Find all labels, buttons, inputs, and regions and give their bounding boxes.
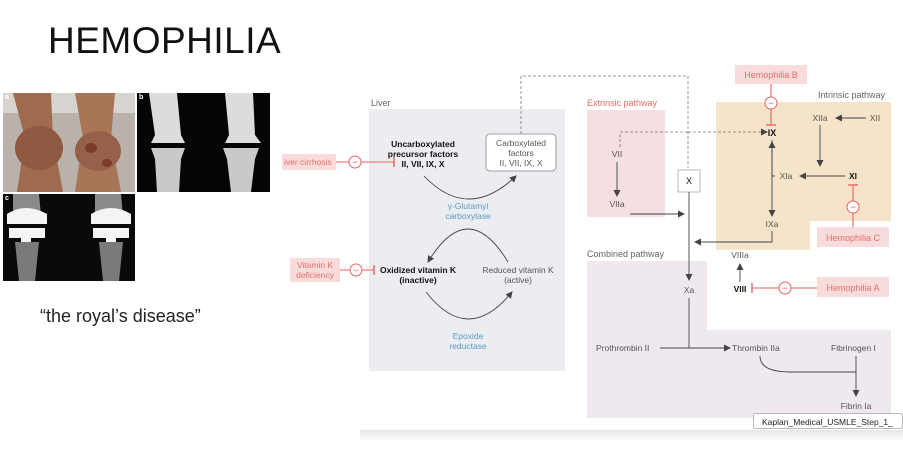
- factor-xa: Xa: [684, 285, 695, 295]
- hemophilia-a-minus-circle: [778, 281, 792, 295]
- knee-prosthesis-xray-c: c: [3, 194, 135, 281]
- knee-prosthesis-xray-c-image: [3, 194, 135, 281]
- vitamin-k-deficiency-box: [290, 258, 340, 282]
- carboxylated-line-3: II, VII, IX, X: [500, 158, 543, 168]
- hemophilia-c-minus: −: [850, 203, 856, 214]
- vitamin-k-deficiency-line-1: Vitamin K: [297, 260, 334, 270]
- uncarboxylated-line-3: II, VII, IX, X: [402, 159, 445, 169]
- liver-cirrhosis-label: iver cirrhosis: [284, 157, 332, 167]
- hemophilia-c-label: Hemophilia C: [826, 233, 881, 243]
- uncarboxylated-line-1: Uncarboxylated: [391, 139, 455, 149]
- factor-xia: XIa: [780, 171, 793, 181]
- factor-ix: IX: [768, 128, 777, 138]
- factor-x: X: [686, 176, 692, 186]
- factor-viia: VIIa: [609, 199, 624, 209]
- prothrombin: Prothrombin II: [596, 343, 649, 353]
- extrinsic-label: Extrinsic pathway: [587, 98, 658, 108]
- factor-xiia: XIIa: [812, 113, 827, 123]
- extrinsic-region: [587, 110, 665, 217]
- uncarboxylated-line-2: precursor factors: [388, 149, 459, 159]
- factor-ixa: IXa: [766, 219, 779, 229]
- combined-label: Combined pathway: [587, 249, 665, 259]
- liver-label: Liver: [371, 98, 391, 108]
- fibrinogen: Fibrinogen I: [831, 343, 876, 353]
- knee-photo-a: a: [3, 93, 135, 192]
- liver-cirrhosis-minus: −: [352, 158, 358, 169]
- gamma-glutamyl-line-1: γ-Glutamyl: [448, 201, 489, 211]
- vitamin-k-deficiency-minus-circle: [349, 263, 363, 277]
- photo-label-a: a: [5, 94, 9, 101]
- vitk-reduction-arrow: [425, 291, 513, 320]
- epoxide-line-1: Epoxide: [453, 331, 484, 341]
- carboxylation-arrow: [423, 175, 517, 200]
- hemophilia-c-box: [817, 227, 889, 247]
- carboxylated-dashed-to-vii: [619, 131, 688, 148]
- slide-title: HEMOPHILIA: [48, 20, 282, 61]
- epoxide-line-2: reductase: [449, 341, 487, 351]
- photo-label-b: b: [139, 94, 144, 101]
- thrombin-to-fibrin-arrow: [759, 355, 856, 373]
- photo-label-c: c: [5, 195, 9, 202]
- carboxylated-line-2: factors: [508, 148, 534, 158]
- combined-region: [587, 261, 891, 418]
- knee-photo-a-image: [3, 93, 135, 192]
- hemophilia-c-minus-circle: [846, 200, 860, 214]
- carboxylated-dashed-connector: [520, 75, 689, 168]
- factor-viii: VIII: [734, 284, 747, 294]
- bottom-shadow: [360, 430, 903, 442]
- hemophilia-a-box: [817, 277, 889, 297]
- carboxylated-line-1: Carboxylated: [496, 138, 546, 148]
- thrombin: Thrombin IIa: [732, 343, 780, 353]
- factor-xi: XI: [849, 171, 857, 181]
- intrinsic-label: Intrinsic pathway: [818, 90, 886, 100]
- reduced-vitk-line-1: Reduced vitamin K: [482, 265, 554, 275]
- factor-viiia: VIIIa: [731, 250, 749, 260]
- ixa-to-x-arrow: [694, 231, 773, 246]
- vitamin-k-deficiency-minus: −: [353, 266, 359, 277]
- factor-xii: XII: [870, 113, 880, 123]
- fibrin: Fibrin Ia: [841, 401, 872, 411]
- knee-xray-b-image: [137, 93, 270, 192]
- knee-xray-b: b: [137, 93, 270, 192]
- slide-caption: “the royal’s disease”: [40, 306, 201, 326]
- oxidized-vitk-line-1: Oxidized vitamin K: [380, 265, 457, 275]
- hemophilia-a-minus: −: [782, 284, 788, 295]
- hemophilia-b-label: Hemophilia B: [744, 70, 798, 80]
- reduced-vitk-line-2: (active): [504, 275, 532, 285]
- vitamin-k-deficiency-line-2: deficiency: [296, 270, 335, 280]
- vitk-oxidation-arrow: [427, 228, 509, 263]
- source-tag: Kaplan_Medical_USMLE_Step_1_: [753, 413, 903, 429]
- liver-cirrhosis-box: [282, 154, 336, 170]
- hemophilia-b-box: [735, 65, 807, 84]
- gamma-glutamyl-line-2: carboxylase: [445, 211, 491, 221]
- hemophilia-b-minus-circle: [764, 96, 778, 110]
- liver-cirrhosis-minus-circle: [348, 155, 362, 169]
- hemophilia-b-minus: −: [768, 99, 774, 110]
- hemophilia-a-label: Hemophilia A: [826, 283, 879, 293]
- factor-vii: VII: [612, 149, 622, 159]
- oxidized-vitk-line-2: (inactive): [399, 275, 436, 285]
